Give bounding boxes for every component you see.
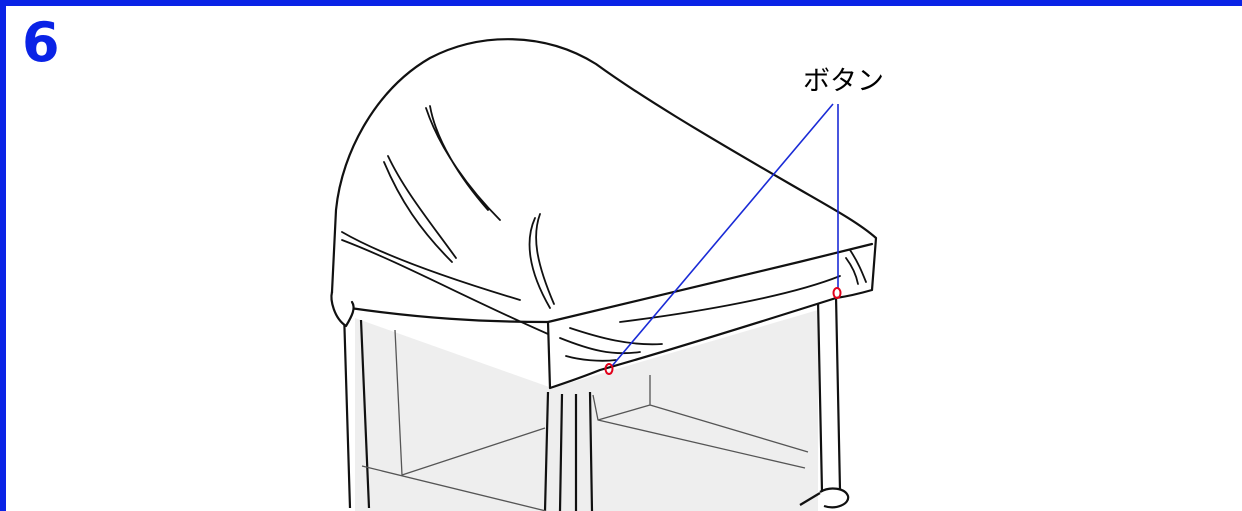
canopy-rim	[546, 242, 874, 324]
leader-lines	[611, 103, 839, 367]
center-post	[543, 391, 594, 511]
left-post	[342, 311, 371, 509]
button-markers	[604, 287, 842, 375]
right-post	[816, 295, 842, 493]
canopy-left-tuck	[330, 290, 355, 328]
leader-line-left	[611, 103, 834, 367]
crib-frame	[342, 295, 850, 511]
crib-canopy-illustration	[330, 38, 878, 511]
step-number: 6	[22, 11, 60, 74]
button-marker-icon	[604, 363, 614, 375]
inner-panel-lines	[361, 329, 809, 511]
canopy-outline	[330, 38, 878, 390]
button-marker-icon	[832, 287, 842, 299]
back-mesh-panel	[355, 310, 818, 511]
caster-wheel	[799, 487, 850, 509]
canopy-cover	[330, 38, 878, 390]
button-callout-label: ボタン	[803, 66, 884, 97]
canopy-folds	[341, 105, 867, 362]
